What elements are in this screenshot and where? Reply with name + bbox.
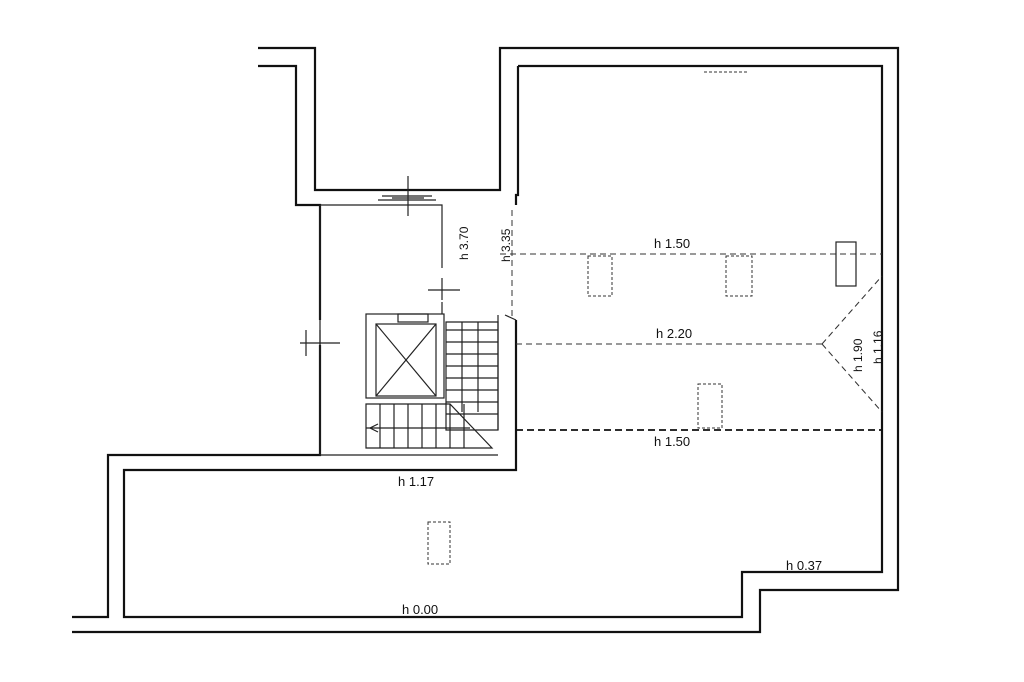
label-h-1-50-top: h 1.50: [654, 236, 690, 251]
label-h-1-17: h 1.17: [398, 474, 434, 489]
label-h-1-16: h 1.16: [871, 330, 885, 364]
skylight: [427, 521, 451, 565]
label-h-1-90: h 1.90: [851, 338, 865, 372]
label-h-3-70: h 3.70: [457, 226, 471, 260]
slope-diagonal-upper: [821, 275, 883, 345]
outer-wall: [72, 46, 900, 634]
label-h-1-50-bottom: h 1.50: [654, 434, 690, 449]
slope-diagonal-lower: [821, 343, 883, 413]
height-labels: h 1.50 h 2.20 h 1.50 h 1.17 h 0.37 h 0.0…: [398, 226, 885, 617]
skylight: [587, 255, 613, 297]
roof-slope-lines: [500, 71, 883, 431]
elevator-shaft: [365, 313, 445, 399]
door-openings: [300, 176, 460, 356]
skylights: [427, 241, 857, 565]
label-h-2-20: h 2.20: [656, 326, 692, 341]
chimney-box: [835, 241, 857, 287]
label-h-0-37: h 0.37: [786, 558, 822, 573]
label-h-0-00: h 0.00: [402, 602, 438, 617]
label-h-3-35: h 3.35: [499, 228, 513, 262]
skylight: [697, 383, 723, 429]
staircase: [365, 321, 499, 449]
skylight: [725, 255, 753, 297]
